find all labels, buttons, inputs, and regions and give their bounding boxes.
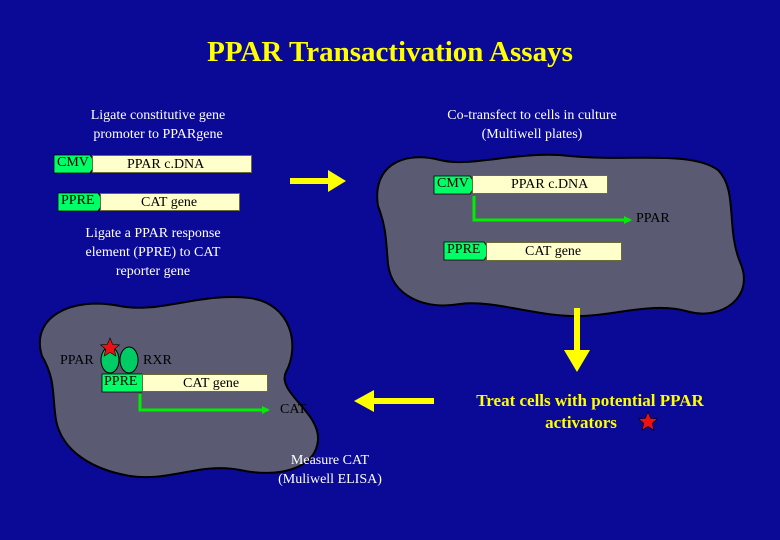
ppar-cdna-box: PPAR c.DNA xyxy=(92,155,252,173)
arrow-down-to-treatment xyxy=(564,308,590,372)
ppre-label: PPRE xyxy=(61,193,95,208)
rxr-label: RXR xyxy=(143,353,172,368)
cat-gene-label-activation: CAT gene xyxy=(183,376,240,391)
measure-caption-line2: (Muliwell ELISA) xyxy=(278,472,382,487)
step1-caption-line1: Ligate constitutive gene xyxy=(90,108,226,123)
step3-caption: Co-transfect to cells in culture (Multiw… xyxy=(412,106,652,144)
step2-caption-line2: element (PPRE) to CAT xyxy=(85,245,221,260)
rxr-receptor-oval xyxy=(119,346,139,374)
ppar-label-activation: PPAR xyxy=(60,353,94,368)
ppar-protein-label: PPAR xyxy=(636,211,670,226)
step2-caption: Ligate a PPAR response element (PPRE) to… xyxy=(48,224,258,281)
ppar-expression-arrow xyxy=(472,196,632,224)
cat-gene-box: CAT gene xyxy=(100,193,240,211)
cell-blob-transfection xyxy=(376,153,745,318)
step2-caption-line1: Ligate a PPAR response xyxy=(85,226,221,241)
arrow-to-transfection xyxy=(290,170,346,192)
cat-expression-arrow xyxy=(138,394,270,414)
step1-caption: Ligate constitutive gene promoter to PPA… xyxy=(58,106,258,144)
ppre-label-cell: PPRE xyxy=(447,242,481,257)
step3-caption-line2: (Multiwell plates) xyxy=(481,127,583,142)
step4-caption: Treat cells with potential PPAR activato… xyxy=(440,390,740,434)
step2-caption-line3: reporter gene xyxy=(115,264,191,279)
activator-star-icon xyxy=(99,337,121,357)
cat-gene-label: CAT gene xyxy=(141,195,198,210)
cat-product-label: CAT xyxy=(280,402,307,417)
activator-star-legend-icon xyxy=(637,411,659,431)
step1-caption-line2: promoter to PPARgene xyxy=(93,127,223,142)
step4-caption-line2: activators xyxy=(545,413,617,432)
measure-caption-line1: Measure CAT xyxy=(290,453,370,468)
page-title: PPAR Transactivation Assays xyxy=(207,36,573,68)
arrow-to-activation xyxy=(354,390,434,412)
step4-caption-line1: Treat cells with potential PPAR xyxy=(476,391,704,410)
ppar-cdna-label: PPAR c.DNA xyxy=(127,157,205,172)
cat-gene-label-cell: CAT gene xyxy=(525,244,582,259)
cat-gene-box-activation: CAT gene xyxy=(142,374,268,392)
ppar-cdna-label-cell: PPAR c.DNA xyxy=(511,177,589,192)
step3-caption-line1: Co-transfect to cells in culture xyxy=(447,108,617,123)
cmv-label: CMV xyxy=(57,155,89,170)
cat-gene-box-cell: CAT gene xyxy=(486,242,622,261)
measure-caption: Measure CAT (Muliwell ELISA) xyxy=(250,451,410,489)
ppre-label-activation: PPRE xyxy=(104,374,138,389)
cmv-label-cell: CMV xyxy=(437,176,469,191)
ppar-cdna-box-cell: PPAR c.DNA xyxy=(472,175,608,194)
